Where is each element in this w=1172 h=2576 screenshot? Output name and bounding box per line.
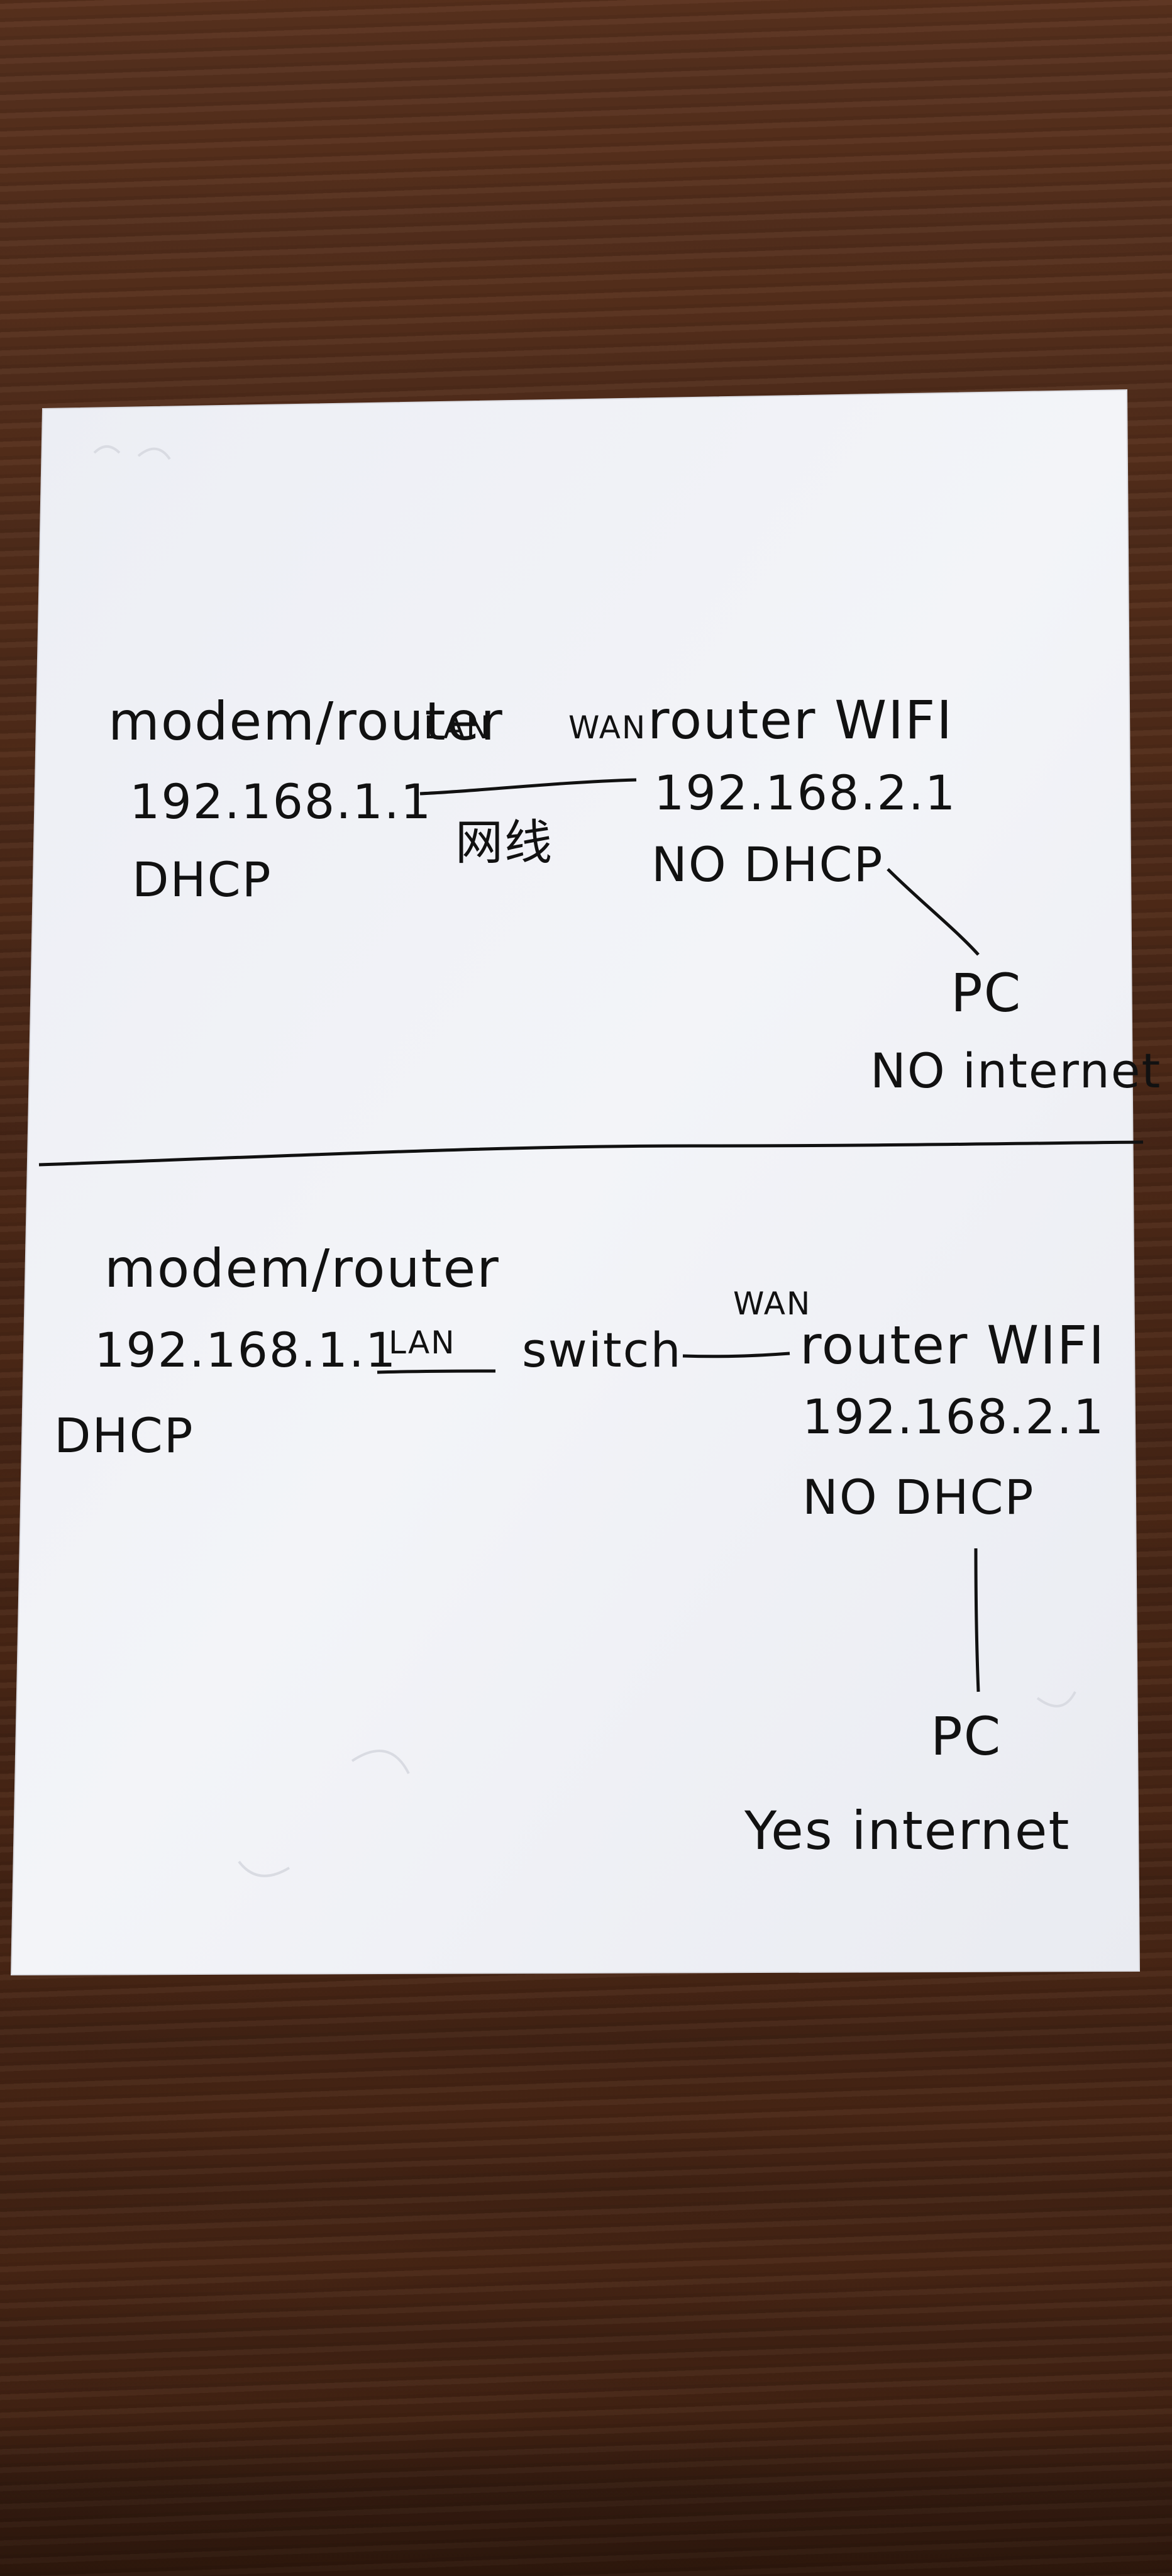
bottom-switch-router-line [682, 1352, 790, 1358]
bottom-lan-line [377, 1369, 496, 1374]
bottom-router-ip: 192.168.2.1 [802, 1389, 1105, 1445]
top-pc-label: PC [951, 962, 1022, 1024]
top-router-ip: 192.168.2.1 [654, 765, 957, 821]
top-cable-label: 网线 [455, 814, 553, 870]
table-shadow [0, 2377, 1172, 2576]
bottom-modem-ip: 192.168.1.1 [94, 1322, 397, 1378]
section-divider-line [38, 1140, 1144, 1167]
top-router-label: router WIFI [648, 689, 954, 751]
top-modem-dhcp: DHCP [132, 852, 272, 908]
top-wan-label: WAN [568, 709, 647, 746]
bottom-wan-label: WAN [733, 1285, 812, 1322]
bottom-modem-dhcp: DHCP [54, 1407, 194, 1463]
top-modem-ip: 192.168.1.1 [130, 774, 433, 830]
top-pc-status: NO internet [870, 1043, 1162, 1099]
paper-shape [10, 389, 1141, 1976]
bottom-lan-label: LAN [389, 1324, 456, 1361]
bottom-pc-status: Yes internet [744, 1800, 1071, 1862]
bottom-switch-label: switch [522, 1322, 682, 1378]
top-router-dhcp: NO DHCP [651, 836, 884, 892]
bottom-router-pc-line [974, 1548, 980, 1692]
bottom-router-label: router WIFI [800, 1314, 1106, 1376]
top-modem-label: modem/router [108, 691, 504, 752]
bottom-router-dhcp: NO DHCP [802, 1469, 1035, 1525]
show-through-marks [93, 445, 1076, 1877]
bottom-pc-label: PC [931, 1706, 1002, 1767]
bottom-modem-label: modem/router [104, 1238, 500, 1299]
top-cable-line [419, 778, 637, 796]
top-router-pc-line [887, 868, 980, 956]
top-lan-label: LAN [424, 709, 491, 746]
